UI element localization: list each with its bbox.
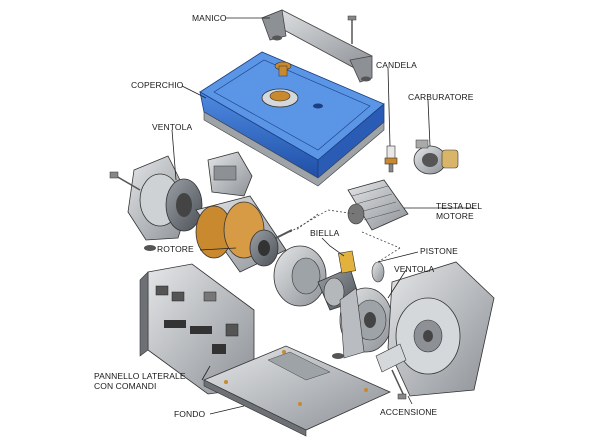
label-carburatore: CARBURATORE	[408, 92, 474, 102]
side-panel-part	[139, 263, 255, 395]
label-accensione: ACCENSIONE	[380, 407, 438, 417]
label-biella: BIELLA	[310, 228, 340, 238]
starter-part	[375, 261, 495, 400]
carburetor-part	[413, 139, 459, 175]
leader-lines	[171, 17, 474, 415]
handle-part	[261, 9, 373, 83]
left-fan-part	[109, 155, 203, 251]
label-pannello-2: CON COMANDI	[94, 381, 157, 391]
label-pistone: PISTONE	[420, 246, 458, 256]
rotor-part	[195, 195, 293, 273]
right-fan-part	[332, 287, 393, 359]
crankcase-part	[273, 245, 361, 311]
base-part	[203, 345, 391, 437]
label-testa-motore-1: TESTA DEL	[436, 201, 483, 211]
label-coperchio: COPERCHIO	[131, 80, 184, 90]
spark-plug-part	[384, 145, 398, 173]
label-testa-motore-2: MOTORE	[436, 211, 474, 221]
engine-head-part	[347, 179, 409, 231]
bracket-part	[207, 151, 253, 197]
dashed-lines	[289, 209, 401, 263]
label-manico: MANICO	[192, 13, 227, 23]
label-rotore: ROTORE	[157, 244, 194, 254]
piston-part	[371, 261, 385, 283]
label-ventola-top: VENTOLA	[152, 122, 193, 132]
label-ventola-right: VENTOLA	[394, 264, 435, 274]
label-candela: CANDELA	[376, 60, 417, 70]
label-fondo: FONDO	[174, 409, 206, 419]
label-pannello-1: PANNELLO LATERALE	[94, 371, 186, 381]
tank-cover-part	[199, 51, 385, 187]
